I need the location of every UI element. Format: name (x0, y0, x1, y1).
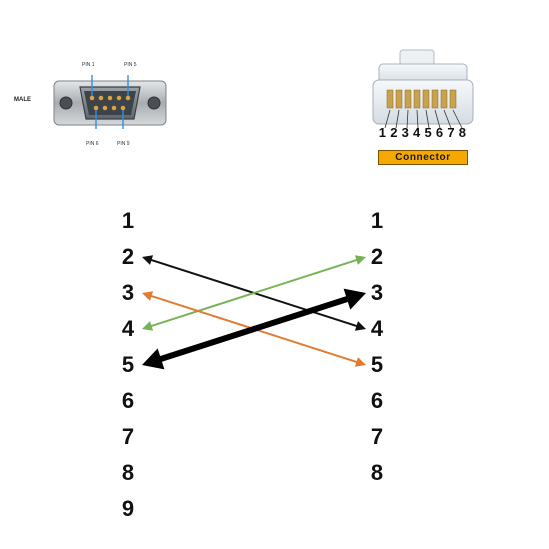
rj45-pin-number: 2 (390, 125, 399, 140)
rj45-pin-number: 5 (424, 125, 433, 140)
wire-arrowhead (354, 255, 366, 265)
left-pin-2: 2 (121, 244, 135, 269)
rj45-pin-number: 7 (447, 125, 456, 140)
right-pin-1: 1 (370, 208, 384, 233)
rj45-pin-numbers: 1 2 3 4 5 6 7 8 (378, 125, 468, 140)
pin6-caption: PIN 6 (86, 141, 99, 147)
wire-4-to-2 (149, 258, 359, 328)
left-pin-9: 9 (121, 496, 135, 521)
left-pin-6: 6 (121, 388, 135, 413)
left-pin-7: 7 (121, 424, 135, 449)
right-pin-7: 7 (370, 424, 384, 449)
rj45-pin-number: 4 (413, 125, 422, 140)
left-pin-3: 3 (121, 280, 135, 305)
right-pin-4: 4 (370, 316, 384, 341)
rj45-pin-number: 6 (435, 125, 445, 140)
pin5-caption: PIN 5 (124, 62, 137, 68)
wire-5-to-3 (156, 295, 352, 363)
wire-arrowhead (142, 321, 154, 331)
wire-arrowhead (343, 288, 366, 310)
wire-arrowhead (354, 357, 366, 367)
connector-badge: Connector (378, 150, 468, 165)
right-pin-8: 8 (370, 460, 384, 485)
pin9-caption: PIN 9 (117, 141, 130, 147)
male-label: MALE (14, 97, 31, 103)
rj45-pin-number: 8 (458, 125, 468, 140)
pin1-caption: PIN 1 (82, 62, 95, 68)
right-pin-6: 6 (370, 388, 384, 413)
left-pin-8: 8 (121, 460, 135, 485)
right-pin-2: 2 (370, 244, 384, 269)
right-pin-5: 5 (370, 352, 384, 377)
rj45-connector-image (372, 49, 474, 129)
left-pin-1: 1 (121, 208, 135, 233)
wire-arrowhead (142, 255, 154, 265)
wire-arrowhead (142, 348, 165, 370)
wire-arrowhead (142, 291, 154, 301)
wire-arrowhead (354, 321, 366, 331)
left-pin-4: 4 (121, 316, 135, 341)
rj45-pin-number: 3 (401, 125, 411, 140)
db9-male-connector-image (53, 75, 167, 129)
left-pin-5: 5 (121, 352, 135, 377)
right-pin-3: 3 (370, 280, 384, 305)
rj45-pin-number: 1 (378, 125, 388, 140)
